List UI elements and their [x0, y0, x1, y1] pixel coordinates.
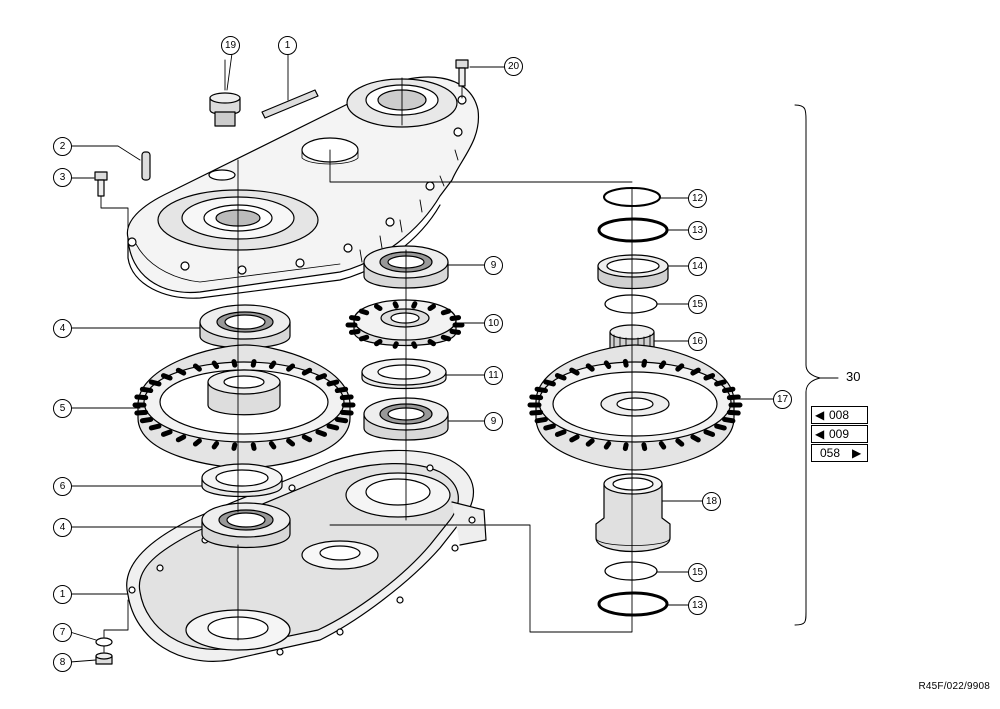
- right-arrow-icon: ▶: [852, 446, 862, 460]
- left-arrow-icon: ◀: [815, 427, 825, 441]
- washer-15-upper: [604, 294, 658, 314]
- washer-7: [95, 637, 113, 647]
- o-ring-13-lower: [597, 591, 669, 617]
- callout-6: 6: [53, 477, 72, 496]
- bearing-upper-left: [199, 304, 291, 349]
- callout-15-lower: 15: [688, 563, 707, 582]
- nav-ref-008[interactable]: ◀ 008: [811, 406, 868, 424]
- callout-4-upper: 4: [53, 319, 72, 338]
- nut-8: [95, 652, 113, 665]
- nav-ref-label: 008: [829, 408, 850, 422]
- callout-3: 3: [53, 168, 72, 187]
- callout-1-top: 1: [278, 36, 297, 55]
- left-arrow-icon: ◀: [815, 408, 825, 422]
- bolt-20: [455, 59, 469, 87]
- callout-1-bottom: 1: [53, 585, 72, 604]
- nav-ref-058[interactable]: 058 ▶: [811, 444, 868, 462]
- callout-2: 2: [53, 137, 72, 156]
- callout-11: 11: [484, 366, 503, 385]
- callout-20: 20: [504, 57, 523, 76]
- callout-9-lower: 9: [484, 412, 503, 431]
- callout-5: 5: [53, 399, 72, 418]
- callout-15-upper: 15: [688, 295, 707, 314]
- callout-7: 7: [53, 623, 72, 642]
- assembly-bracket: [794, 104, 839, 626]
- callout-16: 16: [688, 332, 707, 351]
- callout-9-upper: 9: [484, 256, 503, 275]
- nav-ref-label: 058: [820, 446, 841, 460]
- hub-sleeve-18: [595, 473, 671, 552]
- callout-13-lower: 13: [688, 596, 707, 615]
- callout-12: 12: [688, 189, 707, 208]
- drawing-code: R45F/022/9908: [918, 681, 990, 692]
- large-gear-right: [527, 344, 743, 471]
- callout-8: 8: [53, 653, 72, 672]
- large-gear-left: [132, 344, 356, 469]
- callout-13-upper: 13: [688, 221, 707, 240]
- bearing-lower-left: [201, 502, 291, 549]
- callout-14: 14: [688, 257, 707, 276]
- washer-15-lower: [604, 561, 658, 581]
- spacer-ring-11: [361, 358, 447, 390]
- nav-ref-label: 009: [829, 427, 850, 441]
- nav-ref-009[interactable]: ◀ 009: [811, 425, 868, 443]
- callout-18: 18: [702, 492, 721, 511]
- o-ring-13-upper: [597, 217, 669, 243]
- callout-10: 10: [484, 314, 503, 333]
- callout-19: 19: [221, 36, 240, 55]
- leader-lines: [69, 45, 775, 663]
- seal-ring-6: [201, 463, 283, 498]
- breather-plug-19: [209, 92, 241, 127]
- bottom-cover: [126, 449, 487, 662]
- race-14: [597, 254, 669, 290]
- small-gear-middle: [345, 299, 465, 349]
- callout-17: 17: [773, 390, 792, 409]
- assembly-number-label: 30: [846, 369, 861, 384]
- callout-4-lower: 4: [53, 518, 72, 537]
- bolt-3: [94, 171, 108, 197]
- dowel-pin-2: [141, 151, 151, 181]
- assembly-lines: [100, 59, 633, 653]
